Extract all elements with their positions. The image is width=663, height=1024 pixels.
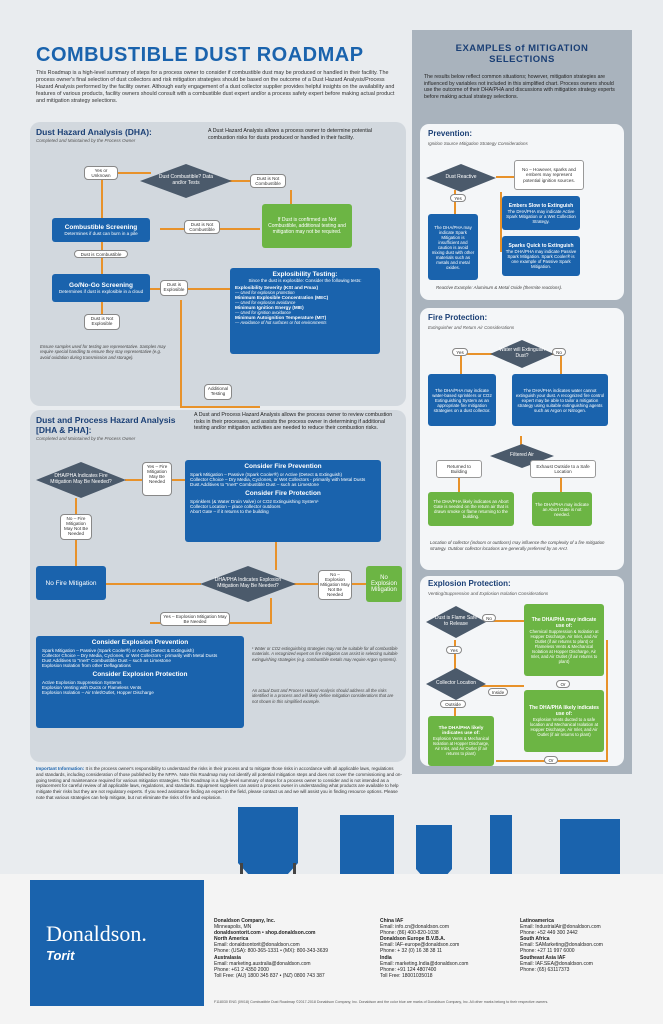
inside-label: Inside xyxy=(488,688,508,696)
explosion-title: Explosion Protection: xyxy=(428,579,511,588)
not-explosible-label: Dust is Not Explosible xyxy=(84,314,120,330)
footer-contacts-2: China IAF Email: info.cn@donaldson.com P… xyxy=(380,918,469,979)
flame-safe-decision: Dust is Flame Safe to Release xyxy=(426,606,486,638)
no-abort-gate-box: The DHA/PHA may indicate an Abort Gate i… xyxy=(532,492,592,526)
fire-note: Location of collector (indoors or outdoo… xyxy=(430,540,605,551)
yes-explosion-label: Yes – Explosion Mitigation May Be Needed xyxy=(160,612,230,626)
pha-desc: A Dust and Process Hazard Analysis allow… xyxy=(194,412,393,432)
abort-gate-box: The DHA/PHA likely indicates an Abort Ga… xyxy=(428,492,514,526)
yes-unknown-label: Yes or Unknown xyxy=(84,166,118,180)
fire-mitigation-decision: DHA/PHA Indicates Fire Mitigation May Be… xyxy=(36,462,126,498)
yes-fire-label: Yes – Fire Mitigation May Be Needed xyxy=(142,462,172,496)
or-label-2: Or xyxy=(544,756,558,764)
gonogo-box: Go/No-Go Screening Determines if dust is… xyxy=(52,274,150,302)
or-label-1: Or xyxy=(556,680,570,688)
sample-note: Ensure samples used for testing are repr… xyxy=(40,344,166,360)
pha-subtitle: Completed and Maintained by the Process … xyxy=(36,436,136,441)
footer-contacts-1: Donaldson Company, Inc. Minneapolis, MN … xyxy=(214,918,329,979)
is-explosible-label: Dust is Explosible xyxy=(160,280,188,296)
pha-footnote-2: An actual Dust and Process Hazard Analys… xyxy=(252,688,394,704)
right-title: EXAMPLES of MITIGATION SELECTIONS xyxy=(455,43,589,65)
footer-legal: F118030 ENG (09/18) Combustible Dust Roa… xyxy=(214,1000,549,1004)
dha-title: Dust Hazard Analysis (DHA): xyxy=(36,127,152,137)
fire-prevention-protection-box: Consider Fire Prevention Spark Mitigatio… xyxy=(185,460,381,542)
fire-subtitle: Extinguisher and Return Air Consideratio… xyxy=(428,325,515,330)
explosion-no-label: No xyxy=(482,614,496,622)
combustible-decision: Dust Combustible? Data and/or Tests xyxy=(140,164,232,198)
prevention-no-note: No – However, sparks and embers may repr… xyxy=(514,160,584,190)
prevention-yes-label: Yes xyxy=(450,194,466,202)
fire-yes-label: Yes xyxy=(452,348,468,356)
pha-title: Dust and Process Hazard Analysis [DHA & … xyxy=(36,415,176,435)
not-combustible-label: Dust is Not Combustible xyxy=(250,174,286,188)
returned-label: Returned to Building xyxy=(436,460,482,478)
intro-text: This Roadmap is a high-level summary of … xyxy=(36,70,395,105)
sparks-box: Sparks Quick to Extinguish The DHA/PHA m… xyxy=(502,236,580,276)
prevention-subtitle: Ignition Source Mitigation Strategy Cons… xyxy=(428,141,528,146)
explosion-box-2: The DHA/PHA likely indicates use of: Exp… xyxy=(524,690,604,752)
explosion-box-1: The DHA/PHA may indicate use of: Chemica… xyxy=(524,604,604,676)
water-extinguish-decision: Water will Extinguish Dust? xyxy=(490,340,554,368)
no-explosion-label: No – Explosion Mitigation May Not Be Nee… xyxy=(318,570,352,600)
collector-location-decision: Collector Location xyxy=(426,668,486,700)
no-explosion-mitigation-box: No Explosion Mitigation xyxy=(366,566,402,602)
embers-box: Embers Slow to Extinguish The DHA/PHA ma… xyxy=(502,196,580,230)
dust-reactive-decision: Dust Reactive xyxy=(426,164,496,192)
important-info: Important Information: It is the process… xyxy=(36,766,402,800)
fire-no-label: No xyxy=(552,348,566,356)
prevention-title: Prevention: xyxy=(428,129,473,138)
explosion-subtitle: Venting/Suppression and Explosion Isolat… xyxy=(428,591,549,596)
prevention-reactive-box: The DHA/PHA may indicate Spark Mitigatio… xyxy=(428,214,478,280)
page-title: COMBUSTIBLE DUST ROADMAP xyxy=(36,44,364,66)
brand-block xyxy=(30,880,204,1006)
no-fire-mitigation-box: No Fire Mitigation xyxy=(36,566,106,600)
explosion-mitigation-decision: DHA/PHA Indicates Explosion Mitigation M… xyxy=(200,566,296,602)
explosibility-testing-box: Explosibility Testing: Since the dust is… xyxy=(230,268,380,354)
products-strip xyxy=(0,800,663,874)
no-fire-label: No – Fire Mitigation May Not Be Needed xyxy=(60,514,92,540)
fire-no-box: The DHA/PHA indicates water cannot extin… xyxy=(512,374,608,426)
exhaust-label: Exhaust Outside to a Safe Location xyxy=(530,460,596,478)
additional-testing-label: Additional Testing xyxy=(204,384,232,400)
confirmed-box: If Dust is confirmed as Not Combustible,… xyxy=(262,204,352,248)
dha-desc: A Dust Hazard Analysis allows a process … xyxy=(208,128,372,141)
pha-footnote-1: ¹ Water or CO2 extinguishing strategies … xyxy=(252,646,398,662)
dha-subtitle: Completed and Maintained by the Process … xyxy=(36,138,136,143)
brand-logo: Donaldson. Torit xyxy=(46,921,147,963)
right-intro: The results below reflect common situati… xyxy=(424,74,615,100)
footer-contacts-3: Latinoamerica Email: IndustrialAir@donal… xyxy=(520,918,603,973)
combustible-screening-box: Combustible Screening Determines if dust… xyxy=(52,218,150,242)
explosion-prevention-protection-box: Consider Explosion Prevention Spark Miti… xyxy=(36,636,244,728)
prevention-example: Reactive Example: Aluminum & Metal Oxide… xyxy=(436,285,563,290)
is-combustible-label: Dust is Combustible xyxy=(74,250,128,258)
not-combustible-label-2: Dust is Not Combustible xyxy=(184,220,220,234)
explosion-yes-label: Yes xyxy=(446,646,462,654)
outside-label: Outside xyxy=(440,700,466,708)
fire-yes-box: The DHA/PHA may indicate water-based spr… xyxy=(428,374,496,426)
fire-title: Fire Protection: xyxy=(428,313,488,322)
explosion-box-3: The DHA/PHA likely indicates use of: Exp… xyxy=(428,716,494,766)
